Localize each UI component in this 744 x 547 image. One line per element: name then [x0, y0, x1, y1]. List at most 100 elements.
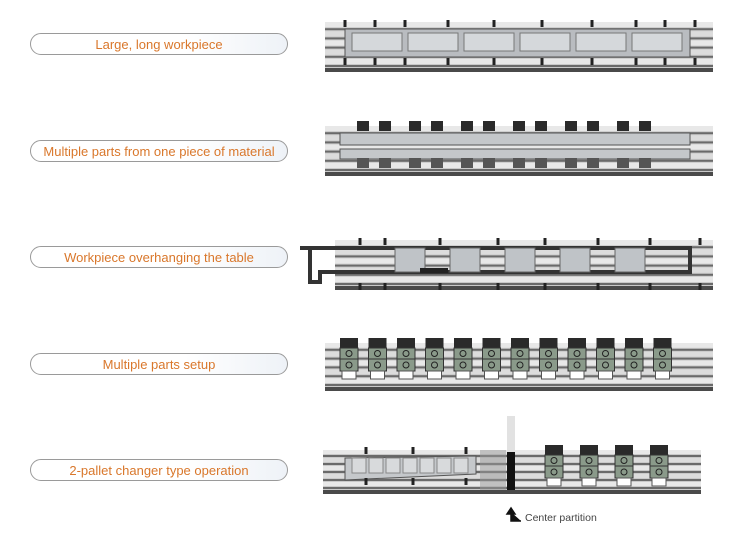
- vise-clamp: [614, 445, 634, 467]
- table-edge: [325, 172, 713, 176]
- vise-clamp: [453, 338, 473, 360]
- clamp-body: [453, 358, 473, 372]
- clamp-bolt: [596, 238, 600, 245]
- clamp-body: [567, 347, 587, 360]
- rail: [335, 276, 713, 282]
- clamp-jaw: [409, 158, 421, 168]
- material-bar: [339, 132, 691, 146]
- clamp-bolt: [540, 20, 544, 27]
- vise-clamp: [649, 445, 669, 467]
- clamp-jaw: [513, 121, 525, 131]
- clamp-base: [655, 370, 670, 380]
- clamp-bolt: [438, 283, 442, 290]
- clamp-bolt: [464, 447, 468, 454]
- vise-clamp: [396, 338, 416, 360]
- clamp-body: [453, 347, 473, 360]
- clamp-screw-icon: [630, 350, 638, 357]
- clamp-jaw: [625, 338, 643, 348]
- clamp-body: [649, 454, 669, 467]
- setup-label-overhanging-workpiece: Workpiece overhanging the table: [30, 246, 288, 268]
- workpiece-pocket: [463, 32, 515, 52]
- table-edge: [325, 68, 713, 72]
- clamp-jaw: [397, 338, 415, 348]
- clamp-jaw: [368, 338, 387, 348]
- setup-label-two-pallet: 2-pallet changer type operation: [30, 459, 288, 481]
- clamp-body: [579, 454, 599, 467]
- clamp-screw-icon: [620, 468, 628, 476]
- clamp-jaw: [650, 445, 668, 455]
- clamp-body: [396, 347, 416, 360]
- clamp-screw-icon: [573, 350, 581, 357]
- clamp-body: [614, 454, 634, 467]
- table-edge: [335, 286, 713, 290]
- clamp-base: [341, 370, 357, 380]
- clamp-body: [653, 358, 672, 372]
- arrow-up-icon: [505, 506, 521, 522]
- t-slot: [325, 384, 713, 386]
- clamp-bolt: [590, 58, 594, 65]
- center-partition: [507, 452, 515, 490]
- rail: [325, 144, 713, 150]
- clamp-bolt: [663, 58, 667, 65]
- clamp-screw-icon: [488, 350, 495, 357]
- clamp-body: [539, 347, 558, 360]
- clamp-body: [339, 358, 359, 372]
- clamp-jaw: [587, 158, 599, 168]
- clamp-jaw: [340, 338, 358, 348]
- clamp-base: [626, 370, 642, 380]
- clamp-bolt: [373, 58, 377, 65]
- clamp-body: [482, 358, 501, 372]
- workpiece-pocket: [407, 32, 459, 52]
- vise-clamp: [596, 338, 615, 360]
- clamp-jaw: [596, 338, 615, 348]
- clamp-screw-icon: [620, 457, 628, 464]
- clamp-bolt: [540, 58, 544, 65]
- clamp-body: [510, 358, 530, 372]
- clamp-bolt: [492, 20, 496, 27]
- clamp-jaw: [357, 121, 369, 131]
- clamp-jaw: [565, 121, 577, 131]
- clamp-screw-icon: [516, 361, 524, 369]
- clamp-screw-icon: [630, 361, 638, 369]
- clamp-bolt: [596, 283, 600, 290]
- clamp-bolt: [383, 238, 387, 245]
- vise-clamp: [368, 338, 387, 360]
- vise-clamp: [539, 338, 558, 360]
- clamp-body: [624, 347, 644, 360]
- clamp-screw-icon: [585, 457, 593, 464]
- vise-clamp: [653, 338, 672, 360]
- clamp-jaw: [482, 338, 501, 348]
- clamp-screw-icon: [516, 350, 524, 357]
- clamp-screw-icon: [345, 350, 353, 357]
- workpiece-pocket: [402, 457, 418, 474]
- clamp-screw-icon: [573, 361, 581, 369]
- clamp-screw-icon: [345, 361, 353, 369]
- clamp-bolt: [698, 283, 702, 290]
- clamp-bolt: [364, 478, 368, 485]
- clamp-screw-icon: [545, 350, 552, 357]
- material-bar: [339, 148, 691, 160]
- clamp-bolt: [403, 58, 407, 65]
- clamp-jaw: [615, 445, 633, 455]
- clamp-jaw: [431, 121, 443, 131]
- clamp-jaw: [483, 158, 495, 168]
- clamp-screw-icon: [602, 350, 609, 357]
- clamp-base: [427, 370, 442, 380]
- center-partition-caption: Center partition: [525, 512, 597, 524]
- clamp-jaw: [653, 338, 672, 348]
- clamp-body: [510, 347, 530, 360]
- clamp-jaw: [483, 121, 495, 131]
- t-slot: [325, 169, 713, 171]
- clamp-bolt: [496, 283, 500, 290]
- clamp-jaw: [639, 158, 651, 168]
- clamp-jaw: [425, 338, 444, 348]
- clamp-body: [596, 358, 615, 372]
- clamp-body: [425, 358, 444, 372]
- clamp-bolt: [698, 238, 702, 245]
- clamp-bolt: [383, 283, 387, 290]
- workpiece-pocket: [351, 457, 367, 474]
- clamp-bolt: [496, 238, 500, 245]
- clamp-base: [455, 370, 471, 380]
- clamp-jaw: [545, 445, 563, 455]
- clamp-base: [512, 370, 528, 380]
